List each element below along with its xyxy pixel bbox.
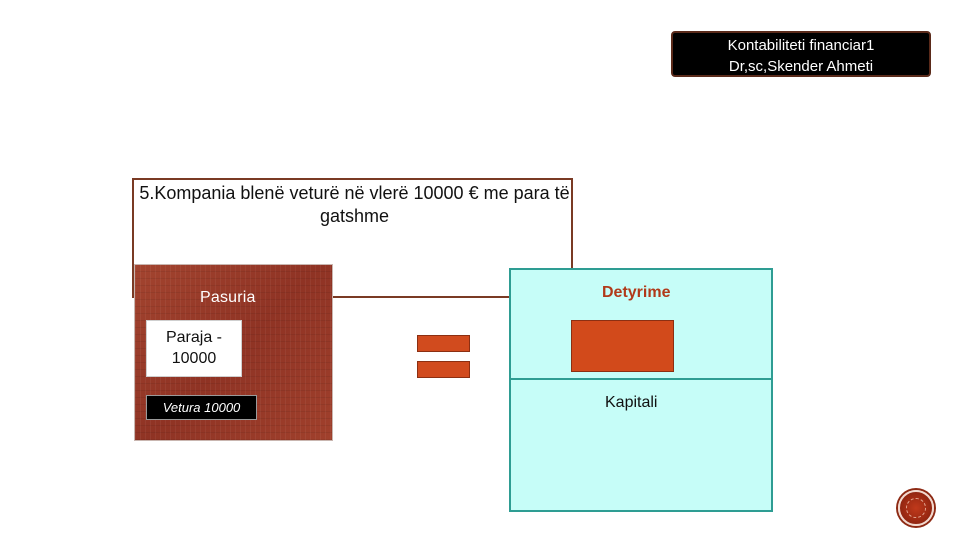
liabilities-value-box xyxy=(571,320,674,372)
equals-sign-top-bar xyxy=(417,335,470,352)
car-box: Vetura 10000 xyxy=(146,395,257,420)
transaction-question-text: 5.Kompania blenë veturë në vlerë 10000 €… xyxy=(139,183,570,226)
assets-title: Pasuria xyxy=(200,289,256,306)
course-header-box: Kontabiliteti financiar1 Dr,sc,Skender A… xyxy=(671,31,931,77)
cash-value: 10000 xyxy=(171,350,217,367)
equity-title: Kapitali xyxy=(605,394,658,411)
course-title: Kontabiliteti financiar1 xyxy=(727,37,875,54)
cash-box: Paraja - 10000 xyxy=(146,320,242,377)
corner-emblem-icon xyxy=(898,490,934,526)
lecturer-name: Dr,sc,Skender Ahmeti xyxy=(728,58,874,75)
liabilities-title: Detyrime xyxy=(602,284,671,301)
equity-panel xyxy=(509,378,773,512)
equals-sign-bottom-bar xyxy=(417,361,470,378)
cash-label: Paraja - xyxy=(165,329,223,346)
